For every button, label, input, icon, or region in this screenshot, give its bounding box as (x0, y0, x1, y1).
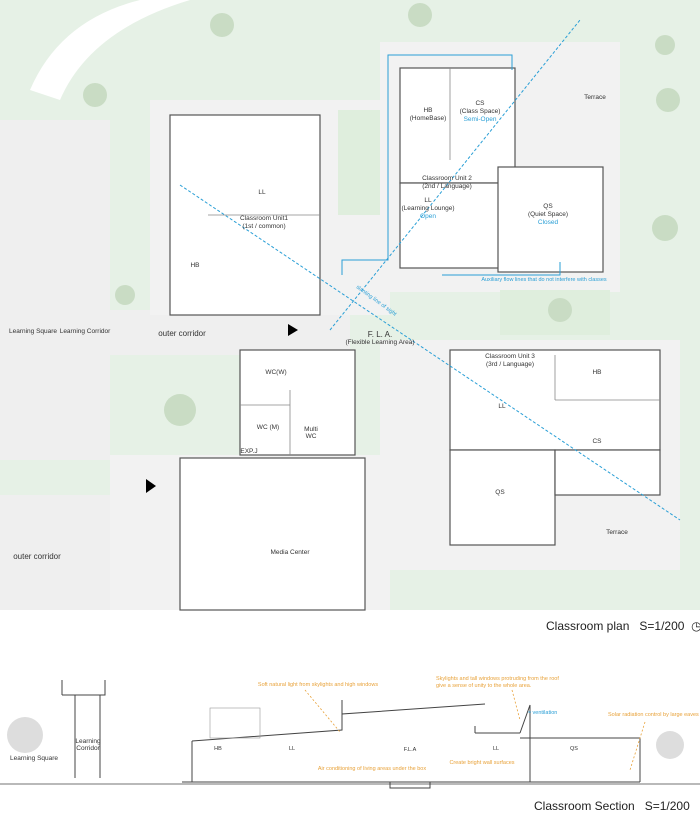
entrance-arrow-icon (288, 324, 298, 336)
label-unit1-ll: LL (258, 189, 266, 196)
label-outer-corridor-lower: outer corridor (13, 552, 61, 561)
section-scale: S=1/200 (644, 799, 690, 813)
label-unit2-qs-sub: (Quiet Space) (527, 211, 569, 218)
label-unit2-ll-state: Open (420, 213, 436, 220)
note-soft-light: Soft natural light from skylights and hi… (257, 682, 379, 688)
section-label-ll1: LL (288, 746, 296, 752)
note-air: Air conditioning of living areas under t… (317, 766, 427, 772)
section-label-ll2: LL (492, 746, 500, 752)
label-unit2-title: Classroom Unit 2 (422, 175, 472, 182)
plan-scale: S=1/200 (639, 619, 685, 633)
label-unit2-ll-sub: (Learning Lounge) (401, 205, 455, 212)
note-skylights-2: give a sense of unity to the whole area. (436, 683, 532, 689)
unit3-cs (554, 449, 661, 496)
label-unit1-sub: (1st / common) (242, 223, 286, 230)
note-skylights-1: Skylights and tall windows protruding fr… (436, 676, 559, 682)
plan-title-text: Classroom plan (546, 619, 630, 633)
courtyard-2 (338, 110, 380, 215)
path (30, 0, 190, 100)
section-label-fla: F.L.A (403, 747, 417, 753)
note-solar: Solar radiation control by large eaves (608, 712, 699, 718)
label-auxiliary: Auxiliary flow lines that do not interfe… (481, 277, 607, 283)
label-media-center: Media Center (270, 549, 310, 556)
label-unit2-cs-sub: (Class Space) (459, 108, 501, 115)
section-label-learning-square: Learning Square (9, 755, 59, 762)
label-unit3-sub: (3rd / Language) (485, 361, 535, 368)
unit3-qs (449, 449, 556, 546)
unit2-qs (497, 166, 604, 273)
label-unit3-title: Classroom Unit 3 (485, 353, 535, 360)
section-tree (7, 717, 43, 753)
label-unit3-hb: HB (592, 369, 602, 376)
unit2-ll (399, 182, 501, 269)
label-outer-corridor: outer corridor (158, 329, 206, 338)
label-fla: F. L. A. (367, 330, 393, 339)
label-wc-m: WC (M) (256, 424, 280, 431)
label-unit2-hb: HB (423, 107, 433, 114)
label-unit1-title: Classroom Unit1 (239, 215, 289, 222)
section-label-qs: QS (570, 746, 578, 752)
section-title-text: Classroom Section (534, 799, 635, 813)
outer-corridor-floor (110, 310, 350, 355)
label-wc-w: WC(W) (265, 369, 287, 376)
section-tree (656, 731, 684, 759)
auxiliary-flow-line-2 (442, 262, 561, 276)
label-multi-wc: Multi WC (304, 426, 318, 441)
label-unit2-qs: QS (543, 203, 553, 210)
label-learning-square: Learning Square (8, 328, 58, 335)
entrance-arrow-icon (146, 479, 156, 493)
plan-title: Classroom plan S=1/200 ◷ (546, 619, 700, 633)
note-ventilation: ≈ ventilation (528, 710, 558, 716)
label-unit1-hb: HB (190, 262, 200, 269)
auxiliary-flow-line (341, 54, 513, 275)
label-fla-sub: (Flexible Learning Area) (345, 339, 415, 346)
north-arrow-icon: ◷ (691, 619, 700, 633)
label-terrace-bottom: Terrace (606, 529, 628, 536)
label-unit2-ll: LL (424, 197, 432, 204)
line-of-sight (179, 184, 681, 521)
label-terrace-top: Terrace (584, 94, 606, 101)
label-unit2-sub: (2nd / Language) (422, 183, 472, 190)
line-of-sight-2 (329, 19, 581, 331)
learning-corridor-floor (0, 120, 110, 460)
label-unit3-cs: CS (592, 438, 602, 445)
section-drawing (0, 680, 700, 789)
section-title: Classroom Section S=1/200 (534, 799, 690, 813)
unit2-room (399, 67, 516, 184)
label-expj: EXP.J (240, 448, 258, 455)
label-unit3-ll: LL (498, 403, 506, 410)
lower-corridor-floor (0, 495, 110, 610)
section-label-hb: HB (214, 746, 222, 752)
wc-block (239, 349, 356, 456)
label-unit2-hb-sub: (HomeBase) (409, 115, 447, 122)
label-learning-corridor: Learning Corridor (59, 328, 111, 335)
label-unit2-qs-state: Closed (537, 219, 559, 226)
note-bright: Create bright wall surfaces (449, 760, 515, 766)
trees (83, 3, 680, 426)
label-unit3-qs: QS (495, 489, 505, 496)
label-unit2-cs: CS (475, 100, 485, 107)
label-unit2-cs-state: Semi-Open (463, 116, 497, 123)
section-label-learning-corridor: Learning Corridor (75, 738, 101, 753)
media-center-room (179, 457, 366, 611)
